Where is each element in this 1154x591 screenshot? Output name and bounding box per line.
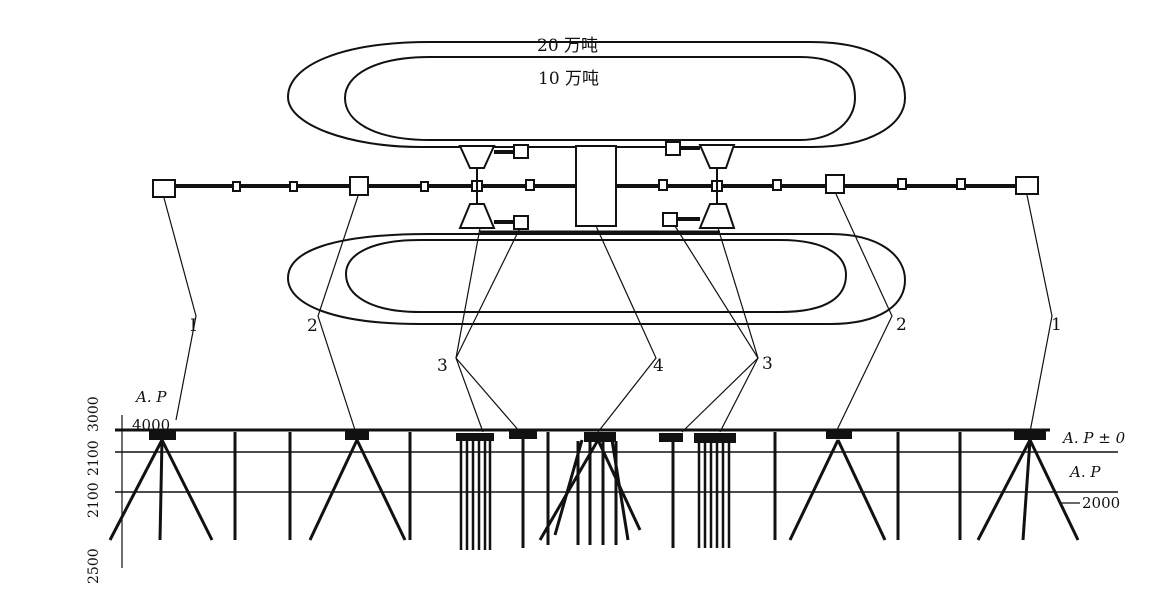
loading-arm [698, 144, 736, 169]
callout-4: 4 [653, 356, 664, 376]
loading-arm [458, 203, 496, 229]
loading-arm [458, 145, 496, 169]
ship-outline-200k [286, 41, 907, 148]
ship-outline-100k [343, 56, 857, 141]
dim-left-2500: 2500 [86, 548, 102, 584]
dim-left-2100-b: 2100 [86, 482, 102, 518]
mooring-dolphin [1015, 176, 1039, 195]
dim-2000: 2000 [1082, 494, 1120, 512]
breasting-dolphin [825, 174, 845, 194]
dim-left-2100-a: 2100 [86, 440, 102, 476]
loading-platform [575, 145, 617, 227]
breasting-dolphin [349, 176, 369, 196]
tonnage-label-200k: 20 万吨 [537, 36, 598, 56]
tonnage-label-100k: 10 万吨 [538, 69, 599, 89]
callout-3-left: 3 [437, 356, 448, 376]
ship-outline-lower-outer [286, 233, 907, 325]
callout-2-right: 2 [896, 315, 907, 335]
elevation-ap-pm0: A. P ± 0 [1061, 429, 1126, 447]
dim-4000: 4000 [132, 416, 170, 434]
callout-1-left: I [190, 316, 197, 336]
loading-arm [698, 203, 736, 229]
callout-2-left: 2 [307, 316, 318, 336]
callout-3-right: 3 [762, 354, 773, 374]
elevation-ap-right: A. P [1068, 463, 1101, 481]
mooring-dolphin [152, 179, 176, 198]
ship-outline-lower-inner [344, 239, 848, 313]
dim-left-3000: 3000 [86, 396, 102, 432]
elevation-ap-top: A. P [134, 388, 167, 406]
callout-1-right: 1 [1051, 315, 1062, 335]
